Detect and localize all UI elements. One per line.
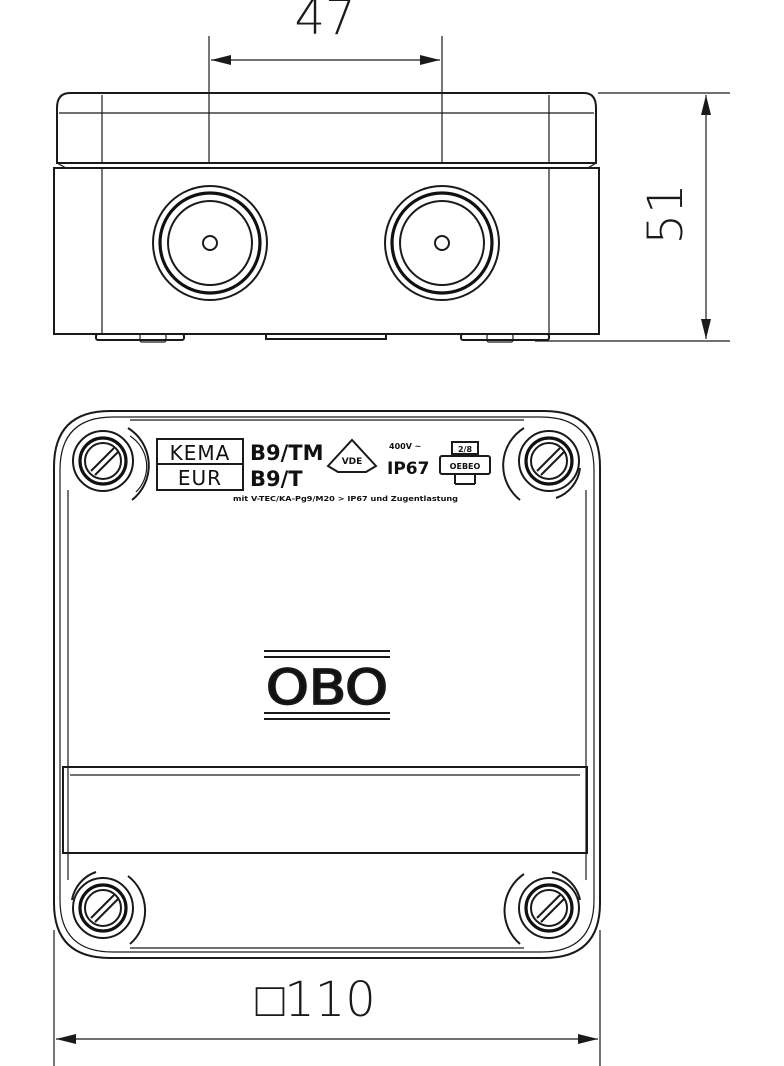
oebeo-mark: 2/8 OEBEO bbox=[439, 441, 491, 485]
dimension-110: □ 110 bbox=[53, 930, 601, 1066]
screw-top-right bbox=[502, 427, 581, 501]
dimension-47: 47 bbox=[208, 0, 443, 162]
screw-top-left bbox=[72, 427, 150, 501]
kema-text: KEMA bbox=[170, 441, 231, 465]
model-b9t: B9/T bbox=[250, 467, 303, 491]
obo-text: OBO bbox=[266, 660, 388, 716]
model-b9tm: B9/TM bbox=[250, 441, 324, 465]
cable-gland-left bbox=[152, 185, 268, 301]
top-view: KEMA EUR B9/TM B9/T VDE 400V ~ IP67 2/8 … bbox=[53, 410, 601, 1066]
dimension-47-label: 47 bbox=[294, 0, 355, 46]
lid-outline bbox=[53, 410, 601, 959]
dimension-110-label: 110 bbox=[284, 972, 376, 1028]
vde-mark: VDE bbox=[326, 438, 378, 473]
voltage-label: 400V ~ bbox=[389, 442, 421, 451]
cable-gland-right bbox=[384, 185, 500, 301]
oebeo-top-text: 2/8 bbox=[458, 445, 472, 454]
dimension-51: 51 bbox=[535, 92, 730, 342]
lid-note: mit V-TEC/KA-Pg9/M20 > IP67 und Zugentla… bbox=[233, 495, 458, 503]
dimension-110-symbol: □ bbox=[256, 972, 285, 1028]
ip-rating: IP67 bbox=[387, 459, 429, 479]
screw-bottom-right bbox=[503, 871, 581, 945]
screw-bottom-left bbox=[71, 871, 147, 945]
side-lid bbox=[56, 92, 597, 164]
side-view: 47 bbox=[53, 0, 730, 343]
obo-logo: OBO bbox=[264, 650, 390, 720]
oebeo-bottom-text: OEBEO bbox=[450, 462, 481, 471]
side-body bbox=[53, 167, 600, 335]
label-strip bbox=[62, 766, 588, 854]
eur-text: EUR bbox=[178, 466, 222, 490]
kema-eur-mark: KEMA EUR bbox=[156, 438, 244, 491]
dimension-51-label: 51 bbox=[638, 183, 694, 244]
vde-text: VDE bbox=[342, 457, 363, 467]
